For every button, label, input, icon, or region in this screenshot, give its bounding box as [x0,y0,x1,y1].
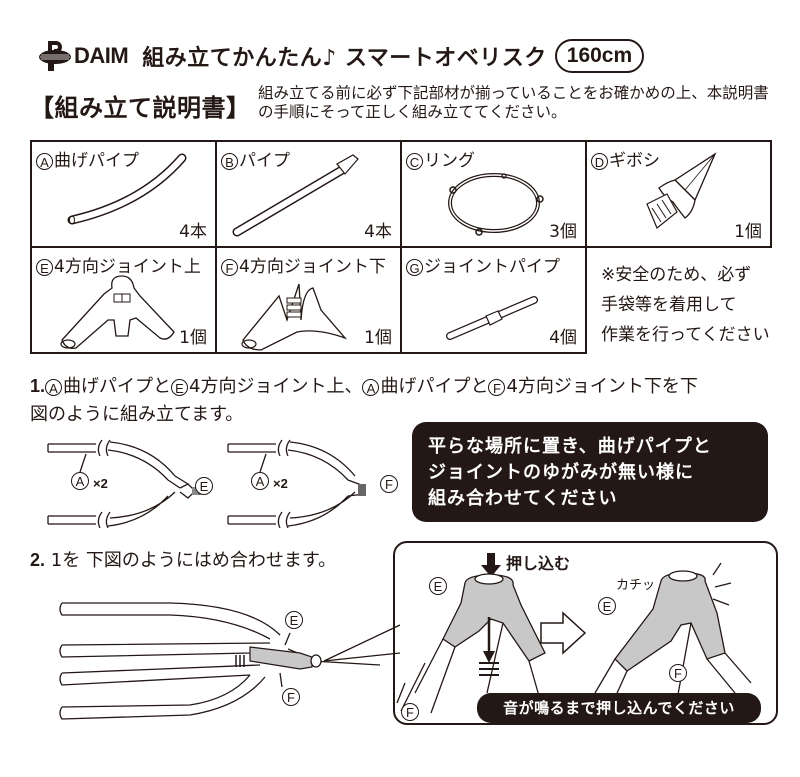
part-name: 4方向ジョイント下 [239,257,386,277]
part-count: 4本 [364,222,392,242]
lower-joint-mark [358,484,366,496]
ring-icon [448,173,544,236]
part-count: 4個 [549,328,577,348]
part-count: 3個 [549,222,577,242]
upper-joint-icon [60,275,175,349]
label-e: E [429,577,447,595]
part-letter: A [36,152,53,170]
quantity-label: ×2 [93,476,108,491]
step-text: 4方向ジョイント下を下 [506,376,698,397]
part-count: 1個 [364,328,392,348]
label-a: A [71,472,89,490]
label-f: F [669,664,687,682]
lower-joint-icon [241,283,348,351]
safety-note-cell: ※安全のため、必ず 手袋等を着用して 作業を行ってください [585,247,771,353]
part-count: 1個 [179,328,207,348]
step-text: 図のように組み立てます。 [30,404,244,425]
label-f: F [282,688,300,706]
bent-pipe-icon [67,153,187,225]
part-name: 4方向ジョイント上 [54,257,201,277]
step2-instruction: 2. 1を 下図のようにはめ合わせます。 [30,546,336,572]
next-arrow-icon [540,611,587,655]
label-e: E [598,597,616,615]
label-e: E [285,611,303,629]
part-letter: B [221,152,238,170]
step1-diagram [47,439,366,529]
step-number: 1. [30,376,46,396]
label-e: E [195,477,213,495]
part-name: 曲げパイプ [54,151,139,171]
push-arrow-icon [481,553,501,577]
size-badge: 160cm [554,39,645,73]
part-letter: D [591,152,608,170]
warning-banner: 音が鳴るまで押し込んでください [477,693,761,723]
part-letter: G [406,258,423,276]
step-text: 1を 下図のようにはめ合わせます。 [50,550,337,571]
title-row: DAIM 組み立てかんたん♪ スマートオベリスク 160cm [38,36,645,76]
step-number: 2. [30,550,46,570]
part-letter: F [488,378,506,396]
safety-note: ※安全のため、必ず 手袋等を着用して 作業を行ってください [601,260,770,350]
detail-illustration [396,553,752,714]
joint-pipe-icon [446,296,538,340]
tip-box: 平らな場所に置き、曲げパイプと ジョイントのゆがみが無い様に 組み合わせてくださ… [412,422,768,522]
part-letter: C [406,152,423,170]
push-label: 押し込む [506,554,571,573]
step2-diagram [59,602,400,720]
label-a: A [251,472,269,490]
detail-callout [393,541,778,725]
part-count: 1個 [734,222,762,242]
part-letter: E [171,378,189,396]
part-letter: A [45,378,63,396]
label-f: F [401,703,419,721]
tip-line: 平らな場所に置き、曲げパイプと [428,436,712,457]
part-letter: F [221,258,238,276]
step-text: 曲げパイプと [63,376,172,397]
brand-name: DAIM [74,43,129,68]
label-f: F [380,475,398,493]
part-name: ギボシ [609,151,660,171]
safety-note-line: 手袋等を着用して [601,295,737,315]
tip-line: ジョイントのゆがみが無い様に [428,462,694,483]
click-sound-label: カチッ [616,578,656,593]
tip-line: 組み合わせてください [428,488,618,509]
intro-text: 組み立てる前に必ず下記部材が揃っていることをお確かめの上、本説明書の手順にそって… [258,84,769,121]
step-text: 4方向ジョイント上、 [189,376,363,397]
quantity-label: ×2 [273,476,288,491]
part-name: リング [424,151,475,171]
part-count: 4本 [179,222,207,242]
part-letter: E [36,258,53,276]
finial-icon [646,152,717,229]
product-title: 組み立てかんたん♪ スマートオベリスク [142,46,547,71]
part-name: パイプ [239,151,290,171]
daim-logo-icon [39,41,71,71]
part-letter: A [362,378,380,396]
straight-pipe-icon [232,154,359,237]
brand-logo: DAIM [38,39,129,73]
part-name: ジョイントパイプ [424,257,560,277]
manual-heading: 【組み立て説明書】 [30,94,251,122]
step-text: 曲げパイプと [380,376,489,397]
safety-note-line: ※安全のため、必ず [601,265,752,285]
safety-note-line: 作業を行ってください [601,325,770,345]
